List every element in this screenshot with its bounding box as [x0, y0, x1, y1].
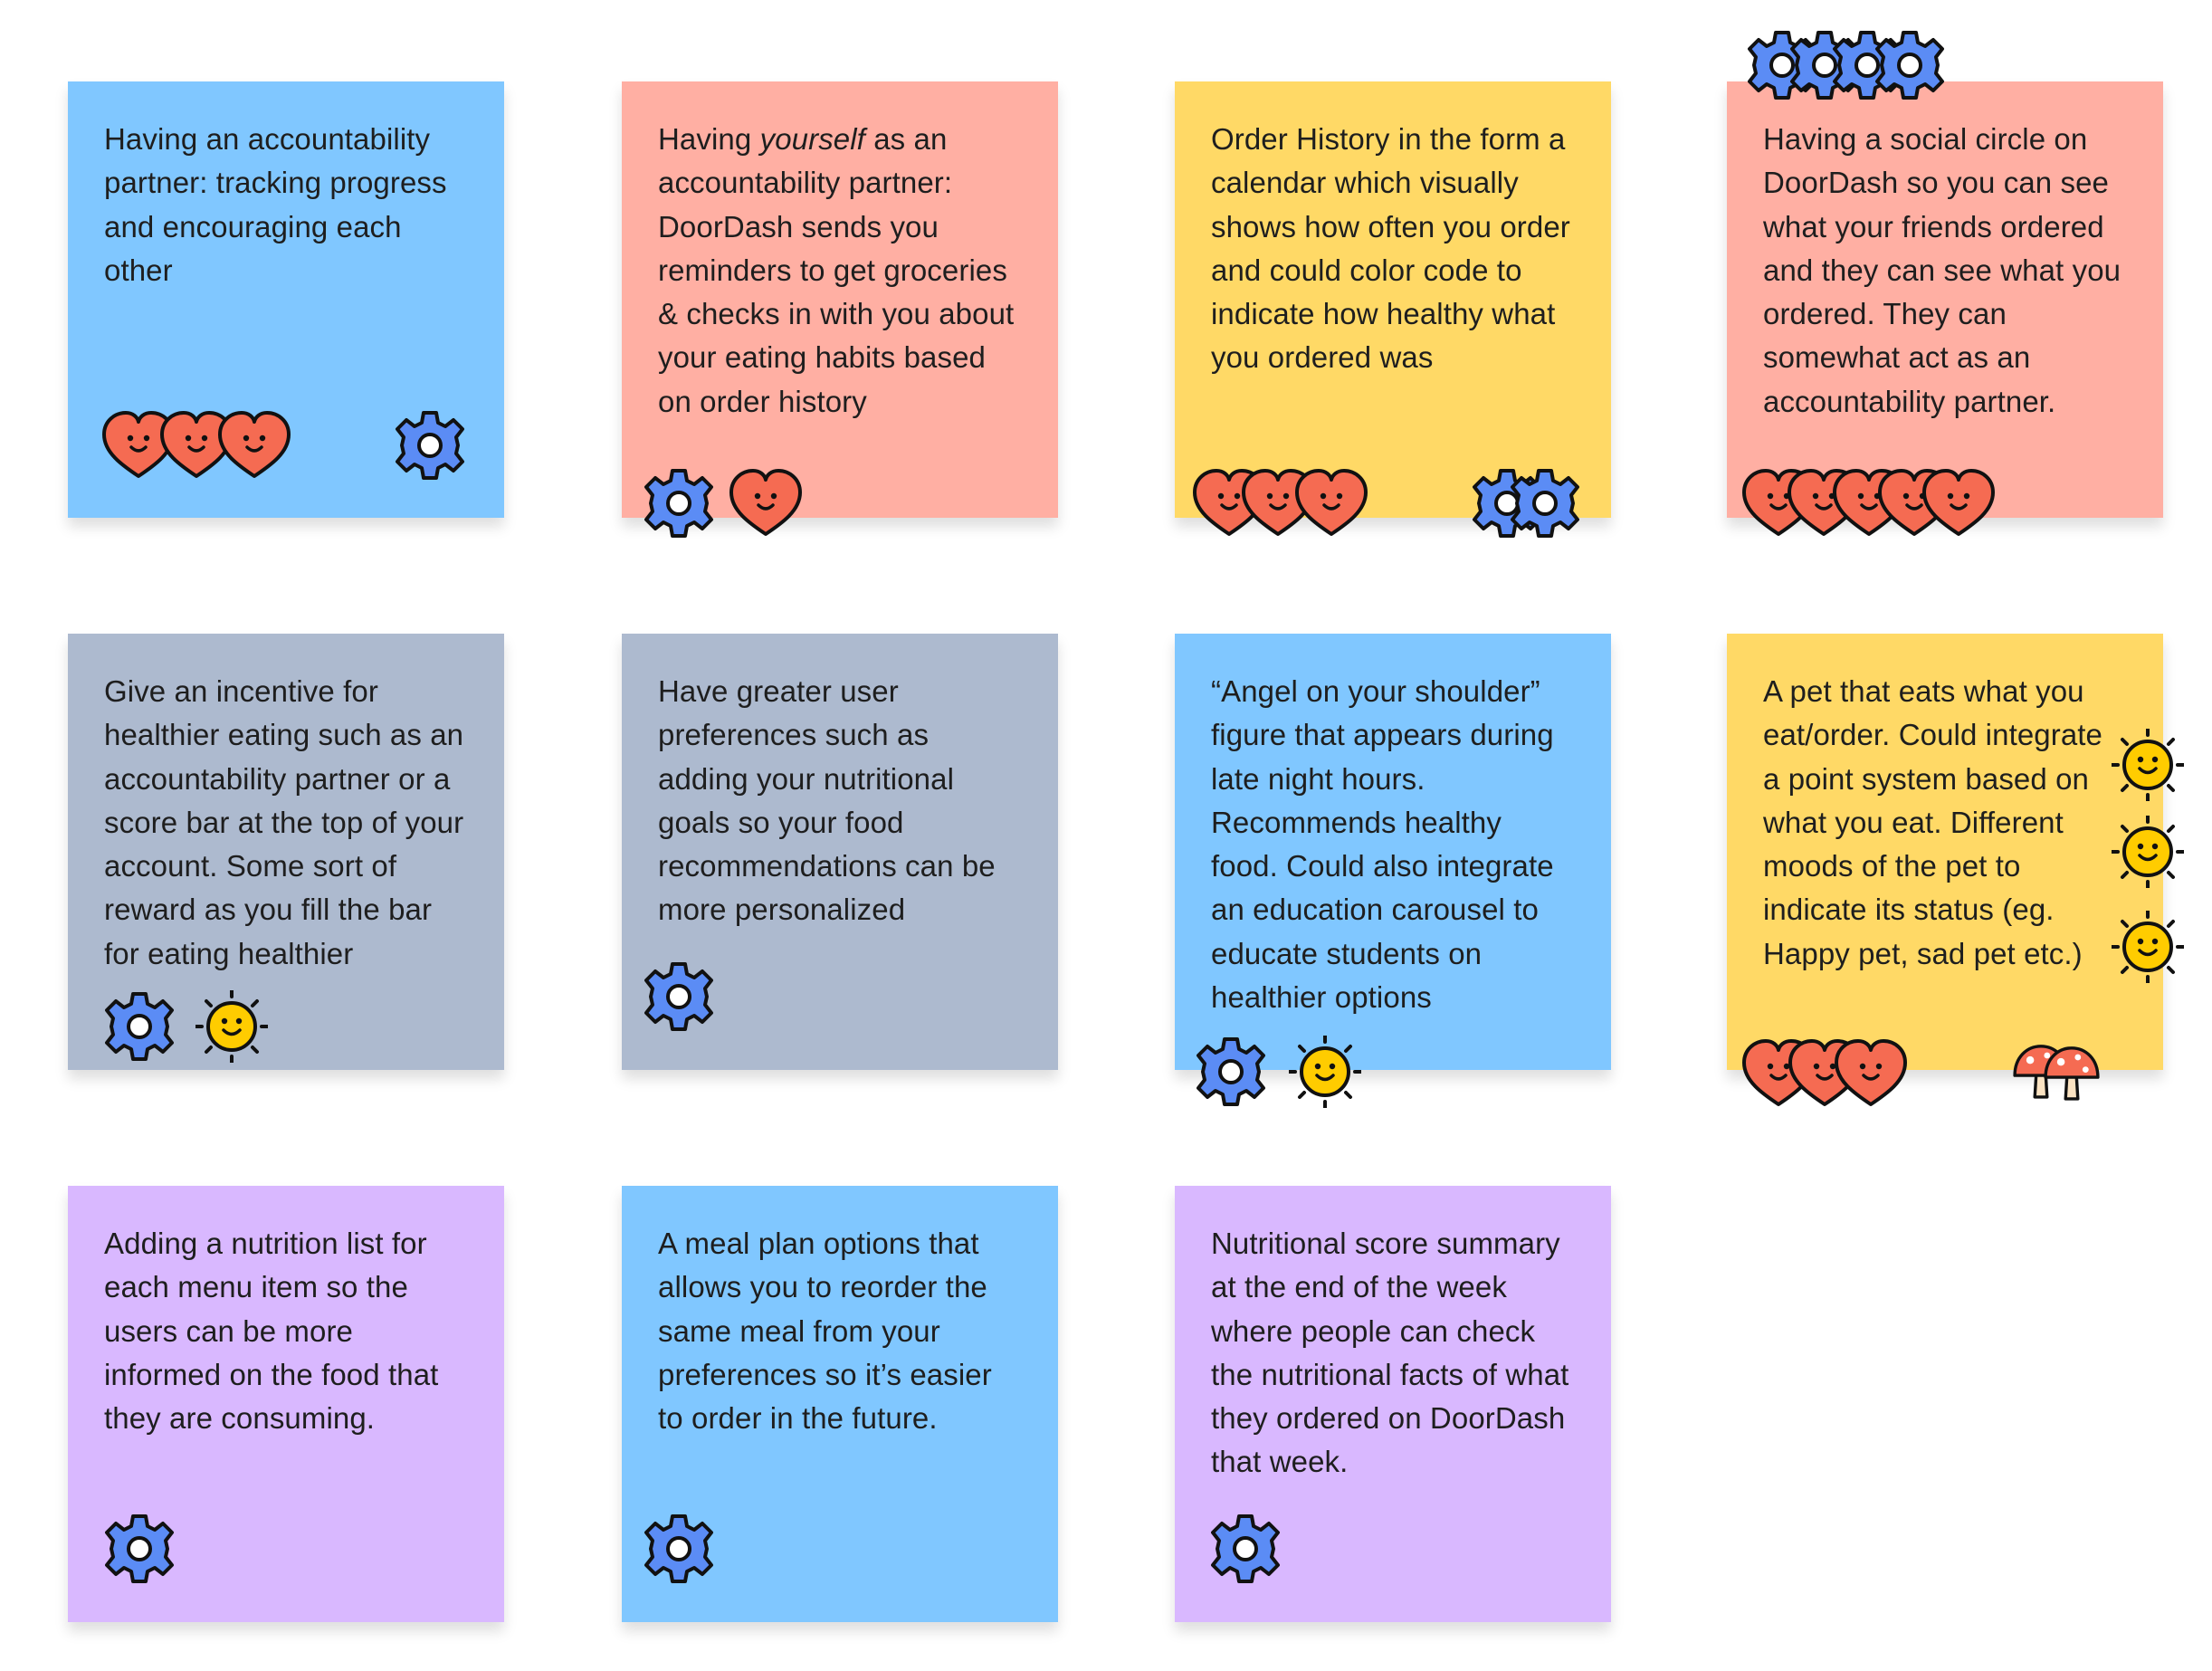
sun-icon[interactable]: [2112, 729, 2184, 801]
gear-icon[interactable]: [394, 409, 466, 482]
sun-icon[interactable]: [195, 990, 268, 1063]
heart-icon[interactable]: [1295, 467, 1368, 539]
gear-icon[interactable]: [1195, 1036, 1267, 1108]
note-text: Have greater user preferences such as ad…: [658, 674, 996, 927]
note-text: Having an accountability partner: tracki…: [104, 122, 447, 287]
note-text: Nutritional score summary at the end of …: [1211, 1227, 1569, 1479]
mushroom-icon[interactable]: [2010, 1029, 2101, 1111]
gear-icon[interactable]: [1509, 467, 1581, 539]
sticky-note-order-history-calendar[interactable]: Order History in the form a calendar whi…: [1175, 81, 1611, 518]
heart-icon[interactable]: [1922, 467, 1995, 539]
note-text: Having yourself as an accountability par…: [658, 122, 1015, 418]
note-text: “Angel on your shoulder” figure that app…: [1211, 674, 1554, 1015]
heart-icon[interactable]: [1835, 1037, 1907, 1110]
sticky-note-incentive[interactable]: Give an incentive for healthier eating s…: [68, 634, 504, 1070]
gear-icon[interactable]: [103, 1513, 176, 1585]
note-text: A meal plan options that allows you to r…: [658, 1227, 992, 1436]
note-text: Having a social circle on DoorDash so yo…: [1763, 122, 2121, 418]
sun-icon[interactable]: [1289, 1036, 1361, 1108]
sticky-note-meal-plan[interactable]: A meal plan options that allows you to r…: [622, 1186, 1058, 1622]
gear-icon[interactable]: [643, 467, 715, 539]
note-text: Order History in the form a calendar whi…: [1211, 122, 1570, 375]
gear-icon[interactable]: [103, 990, 176, 1063]
sticky-note-pet[interactable]: A pet that eats what you eat/order. Coul…: [1727, 634, 2163, 1070]
sticky-note-yourself-partner[interactable]: Having yourself as an accountability par…: [622, 81, 1058, 518]
heart-icon[interactable]: [729, 467, 802, 539]
gear-icon[interactable]: [643, 1513, 715, 1585]
sun-icon[interactable]: [2112, 911, 2184, 983]
heart-icon[interactable]: [218, 409, 291, 482]
gear-icon[interactable]: [1209, 1513, 1282, 1585]
note-text: A pet that eats what you eat/order. Coul…: [1763, 674, 2103, 970]
gear-icon[interactable]: [643, 960, 715, 1033]
gear-icon[interactable]: [1874, 29, 1946, 101]
sticky-note-social-circle[interactable]: Having a social circle on DoorDash so yo…: [1727, 81, 2163, 518]
note-text: Give an incentive for healthier eating s…: [104, 674, 464, 970]
sticky-note-angel-shoulder[interactable]: “Angel on your shoulder” figure that app…: [1175, 634, 1611, 1070]
note-text: Adding a nutrition list for each menu it…: [104, 1227, 439, 1436]
sun-icon[interactable]: [2112, 816, 2184, 888]
